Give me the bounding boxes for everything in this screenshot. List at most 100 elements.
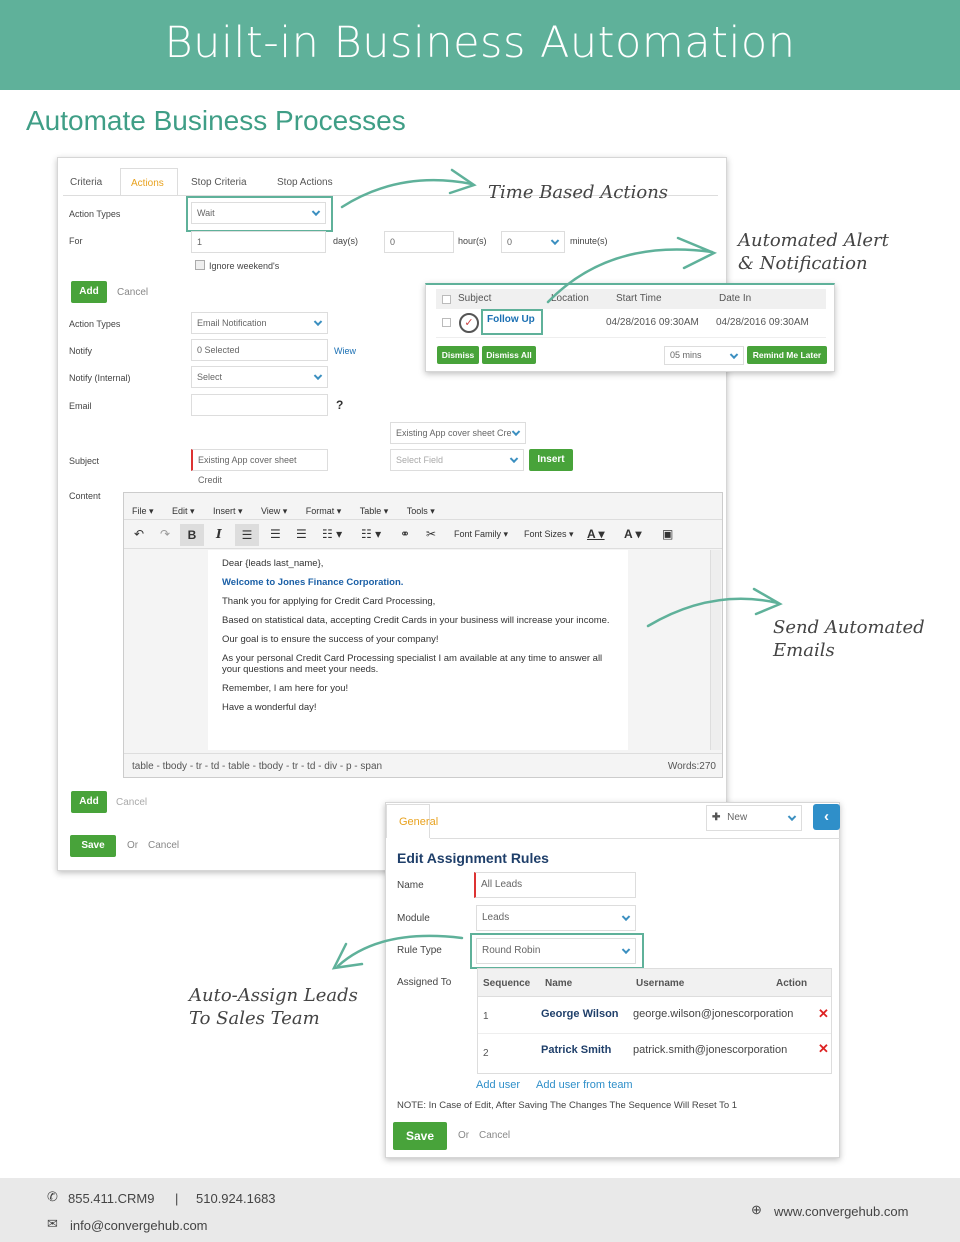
add-user-team-link[interactable]: Add user from team (536, 1079, 633, 1091)
follow-up-link[interactable]: Follow Up (481, 309, 543, 335)
notify-label: Notify (69, 346, 93, 356)
menu-view[interactable]: View ▾ (260, 506, 288, 516)
action-types-label-2: Action Types (69, 319, 121, 329)
link-icon[interactable]: ⚭ (400, 527, 411, 541)
notify-internal-label: Notify (Internal) (69, 373, 131, 383)
arrow-assign-head (331, 942, 364, 970)
editor-greeting: Dear {leads last_name}, (222, 558, 324, 569)
row-checkbox[interactable] (442, 318, 451, 327)
align-left-icon[interactable]: ☰ (235, 524, 259, 546)
insert-button[interactable]: Insert (529, 449, 573, 471)
footer-email[interactable]: info@convergehub.com (70, 1218, 208, 1233)
or-label: Or (127, 840, 139, 851)
tab-criteria[interactable]: Criteria (70, 177, 103, 188)
for-days-input[interactable]: 1 (191, 231, 326, 253)
delete-icon[interactable]: ✕ (818, 1041, 829, 1056)
phone-icon: ✆ (47, 1189, 58, 1204)
assignment-cancel-link[interactable]: Cancel (479, 1130, 511, 1141)
align-right-icon[interactable]: ☰ (296, 527, 307, 541)
unlink-icon[interactable]: ✂ (426, 527, 437, 541)
rule-type-select[interactable]: Round Robin (476, 938, 636, 964)
delete-icon[interactable]: ✕ (818, 1006, 829, 1021)
tab-stop-criteria[interactable]: Stop Criteria (191, 177, 247, 188)
ignore-weekends-checkbox[interactable] (195, 260, 205, 270)
save-button[interactable]: Save (70, 835, 116, 857)
editor-goal: Our goal is to ensure the success of you… (222, 634, 439, 645)
cancel-link-3[interactable]: Cancel (148, 840, 180, 851)
rule-type-label: Rule Type (397, 945, 442, 956)
numbered-list-icon[interactable]: ☷ ▾ (361, 527, 382, 541)
subject-input[interactable]: Existing App cover sheet Credit (191, 449, 328, 485)
col-sequence: Sequence (483, 978, 531, 989)
action-types-select-2[interactable]: Email Notification (191, 312, 328, 334)
callout-assign-line1: Auto-Assign Leads (189, 985, 358, 1006)
template-select[interactable]: Existing App cover sheet Cre (390, 422, 526, 444)
help-icon[interactable]: ? (336, 398, 344, 412)
tab-actions[interactable]: Actions (120, 168, 178, 196)
workflow-panel: Criteria Actions Stop Criteria Stop Acti… (57, 157, 727, 871)
template-select-value: Existing App cover sheet Cre (396, 428, 512, 438)
font-sizes-dropdown[interactable]: Font Sizes ▾ (524, 529, 574, 539)
undo-icon[interactable]: ↶ (134, 527, 145, 541)
dismiss-button[interactable]: Dismiss (437, 346, 479, 364)
menu-tools[interactable]: Tools ▾ (406, 506, 435, 516)
menu-table[interactable]: Table ▾ (359, 506, 389, 516)
row-name: Patrick Smith (541, 1044, 612, 1056)
for-hours-input[interactable]: 0 (384, 231, 454, 253)
background-color-icon[interactable]: A ▾ (624, 527, 642, 541)
remind-later-button[interactable]: Remind Me Later (747, 346, 827, 364)
italic-icon[interactable]: I (216, 527, 222, 541)
footer-phone-2: 510.924.1683 (196, 1191, 276, 1206)
assignment-save-button[interactable]: Save (393, 1122, 447, 1150)
cancel-link[interactable]: Cancel (117, 287, 149, 298)
arrow-time-based-head (448, 168, 477, 195)
table-header: Sequence Name Username Action (478, 969, 831, 997)
action-types-select[interactable]: Wait (191, 202, 326, 224)
tab-divider (63, 195, 718, 196)
menu-file[interactable]: File ▾ (132, 506, 154, 516)
module-select[interactable]: Leads (476, 905, 636, 931)
notify-internal-value: Select (197, 372, 223, 382)
editor-based: Based on statistical data, accepting Cre… (222, 615, 610, 626)
new-select[interactable]: ✚ New (706, 805, 802, 831)
font-family-dropdown[interactable]: Font Family ▾ (454, 529, 509, 539)
tab-general[interactable]: General (386, 804, 438, 838)
view-link[interactable]: Wiew (334, 346, 356, 356)
align-center-icon[interactable]: ☰ (270, 527, 281, 541)
notify-select[interactable]: 0 Selected (191, 339, 328, 361)
snooze-select[interactable]: 05 mins (664, 346, 744, 365)
snooze-value: 05 mins (670, 350, 702, 360)
add-button-2[interactable]: Add (71, 791, 107, 813)
editor-content-area[interactable]: Dear {leads last_name}, Welcome to Jones… (208, 550, 628, 750)
select-all-checkbox[interactable] (442, 295, 451, 304)
select-field-dropdown[interactable]: Select Field (390, 449, 524, 471)
menu-edit[interactable]: Edit ▾ (171, 506, 195, 516)
footer-separator: | (175, 1191, 179, 1206)
name-input[interactable]: All Leads (474, 872, 636, 898)
email-input[interactable] (191, 394, 328, 416)
row-username: george.wilson@jonescorporation (633, 1008, 794, 1020)
text-color-icon[interactable]: A ▾ (587, 527, 605, 541)
editor-path: table - tbody - tr - td - table - tbody … (132, 761, 383, 772)
days-unit: day(s) (333, 236, 359, 246)
collapse-button[interactable]: ‹ (813, 804, 840, 830)
menu-format[interactable]: Format ▾ (305, 506, 342, 516)
editor-scrollbar[interactable] (710, 550, 721, 750)
menu-insert[interactable]: Insert ▾ (212, 506, 243, 516)
add-user-link[interactable]: Add user (476, 1079, 521, 1091)
col-username: Username (636, 978, 685, 989)
for-minutes-select[interactable]: 0 (501, 231, 565, 253)
redo-icon[interactable]: ↷ (160, 527, 171, 541)
footer-website[interactable]: www.convergehub.com (774, 1204, 909, 1219)
editor-wonderful: Have a wonderful day! (222, 702, 317, 713)
cancel-link-2[interactable]: Cancel (116, 797, 148, 808)
bullet-list-icon[interactable]: ☷ ▾ (322, 527, 343, 541)
row-start-time: 04/28/2016 09:30AM (606, 317, 699, 328)
notify-internal-select[interactable]: Select (191, 366, 328, 388)
bold-icon[interactable]: B (180, 524, 204, 546)
add-button[interactable]: Add (71, 281, 107, 303)
tab-stop-actions[interactable]: Stop Actions (277, 177, 333, 188)
dismiss-all-button[interactable]: Dismiss All (482, 346, 536, 364)
image-icon[interactable]: ▣ (662, 527, 674, 541)
